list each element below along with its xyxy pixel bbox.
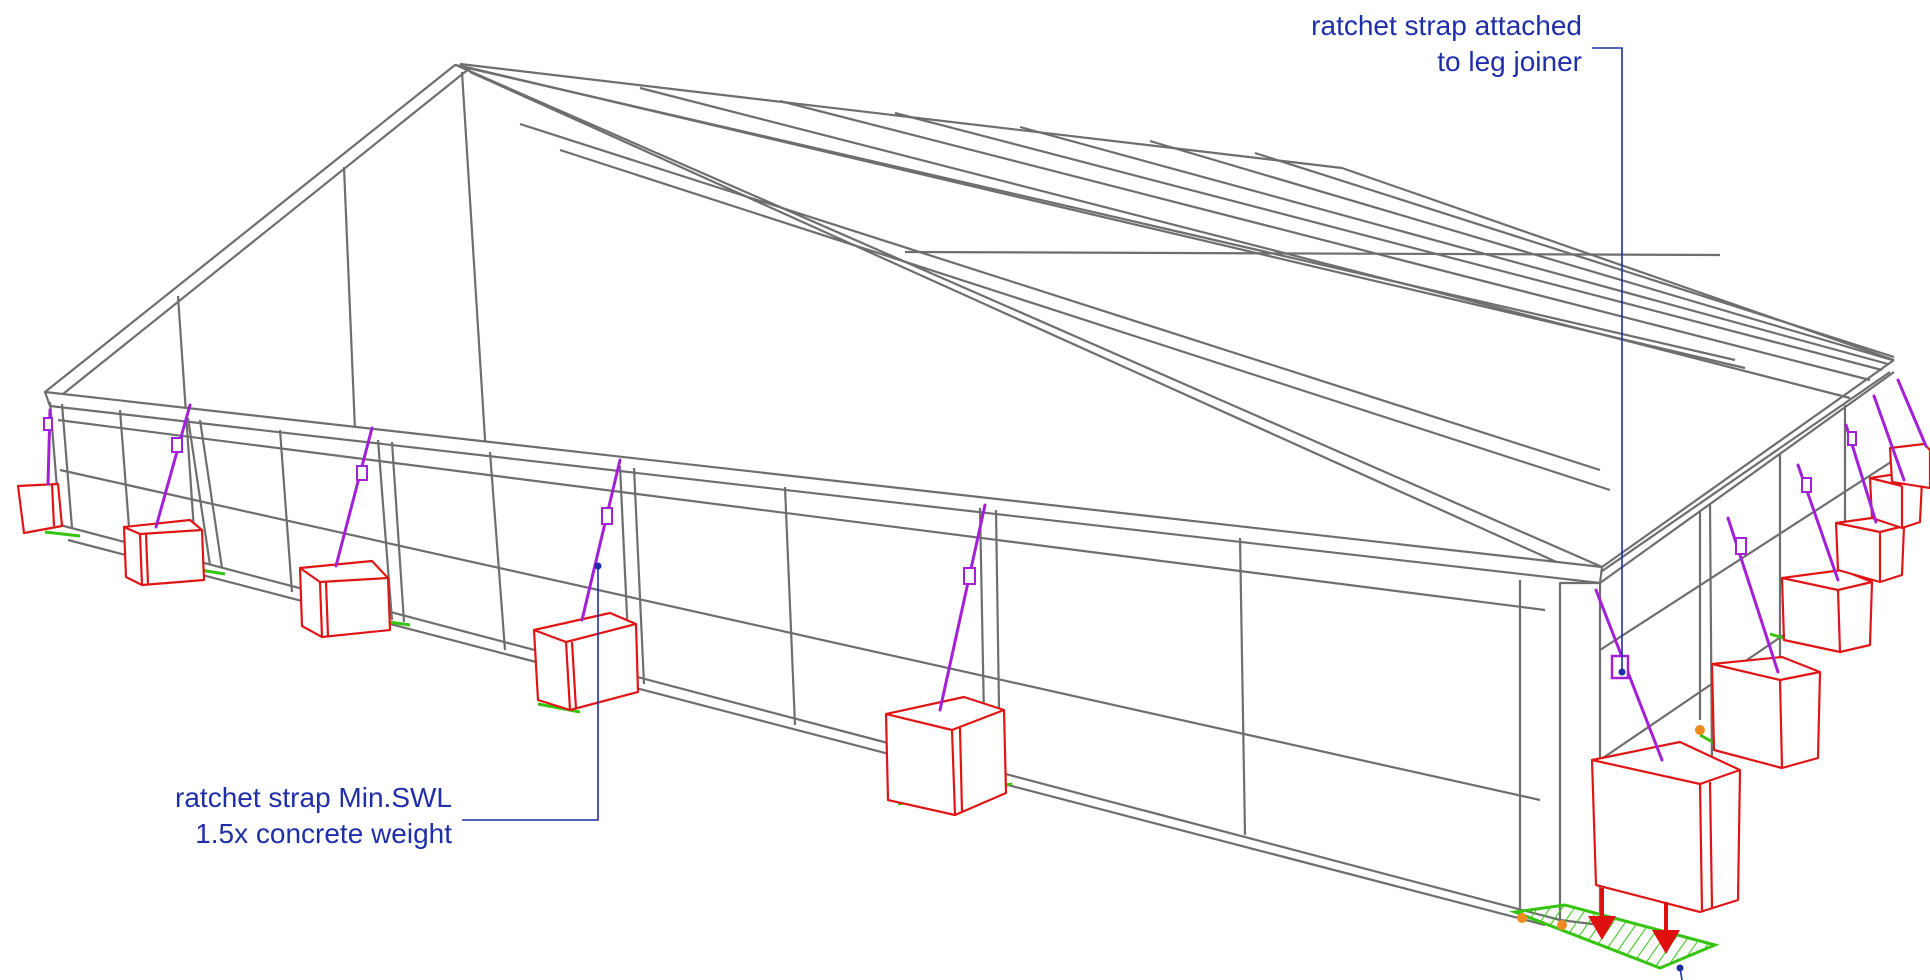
leader-line-top [1592, 47, 1623, 672]
load-arrow [1588, 888, 1616, 940]
concrete-weight-block [298, 559, 392, 639]
load-arrows [1588, 888, 1680, 954]
ratchet-strap [1844, 423, 1878, 524]
ratchet-strap [580, 458, 622, 622]
concrete-weight-block [1590, 740, 1742, 914]
ratchet-strap [154, 403, 192, 529]
load-arrow [1652, 902, 1680, 954]
ratchet-strap [938, 503, 987, 712]
annotation-strap-attachment-line-2: to leg joiner [1437, 46, 1582, 77]
ratchet-strap [43, 408, 53, 486]
annotation-strap-swl-line-1: ratchet strap Min.SWL [175, 782, 452, 813]
annotation-strap-swl-line-2: 1.5x concrete weight [195, 818, 452, 849]
ratchet-strap [1872, 394, 1906, 482]
ratchet-straps [43, 378, 1928, 762]
concrete-weight-block [532, 611, 640, 712]
tent-roof [43, 62, 1895, 580]
ratchet-strap [334, 426, 374, 568]
concrete-weight-block [1888, 442, 1930, 490]
ratchet-strap [1896, 378, 1928, 448]
concrete-weight-block [16, 482, 64, 535]
concrete-weight-block [1834, 514, 1906, 584]
concrete-weight-block [1710, 655, 1822, 770]
concrete-weight-block [1780, 568, 1874, 654]
annotation-strap-attachment: ratchet strap attached to leg joiner [1311, 8, 1582, 80]
leader-lines [462, 47, 1684, 980]
leader-line-bottom [462, 566, 599, 821]
ratchet-strap [1726, 516, 1780, 674]
ratchet-strap [1796, 463, 1840, 582]
concrete-weight-block [122, 518, 206, 587]
concrete-weights [16, 442, 1930, 914]
annotation-strap-swl: ratchet strap Min.SWL 1.5x concrete weig… [175, 780, 452, 852]
concrete-weight-block [884, 695, 1008, 817]
annotation-strap-attachment-line-1: ratchet strap attached [1311, 10, 1582, 41]
